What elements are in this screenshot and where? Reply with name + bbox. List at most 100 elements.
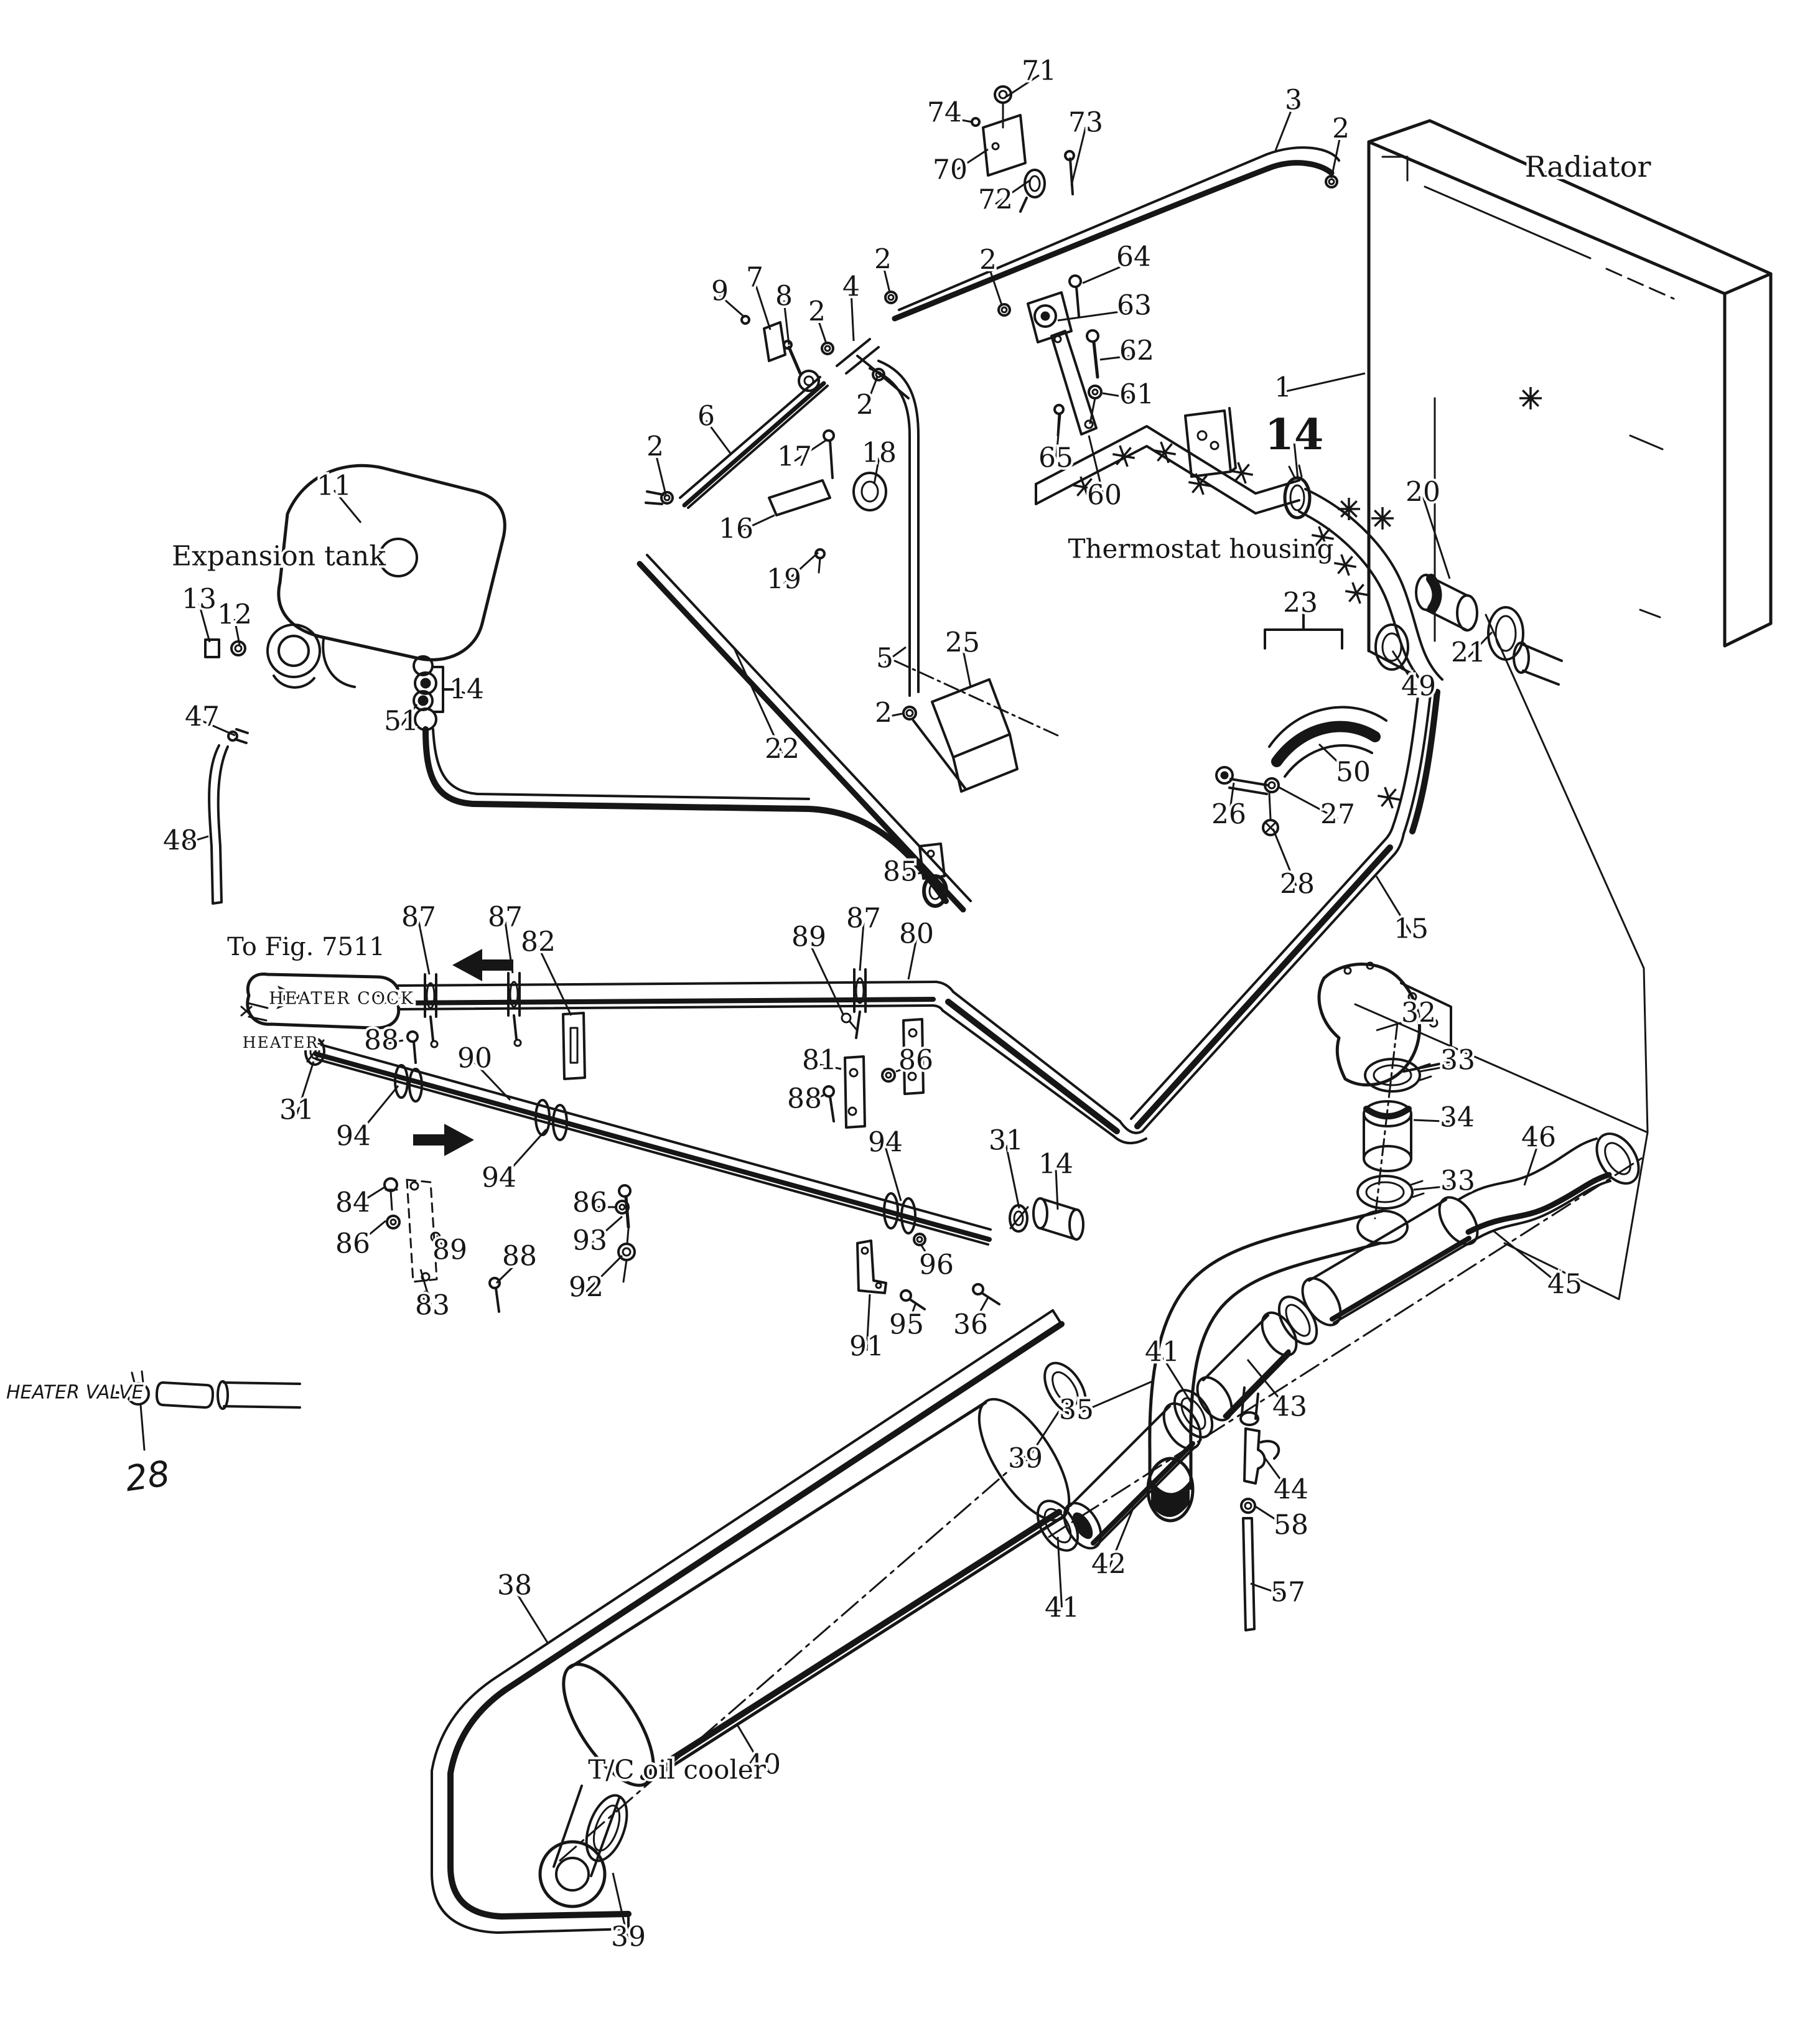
leader-line-57 — [1250, 1582, 1289, 1598]
leader-line-36 — [969, 1297, 989, 1330]
clamp-mark — [1345, 582, 1368, 604]
part-label-74: 74 — [927, 96, 962, 128]
caption-heater-valve: HEATER VALVE — [6, 1382, 144, 1404]
part-label-9: 9 — [711, 275, 729, 307]
part-label-44: 44 — [1274, 1473, 1308, 1505]
part-label-92: 92 — [569, 1271, 604, 1303]
part-label-95: 95 — [889, 1309, 924, 1340]
lower-pipes-art — [1036, 614, 1649, 1631]
part-label-60: 60 — [1087, 479, 1122, 511]
part-label-50: 50 — [1336, 756, 1371, 788]
leader-line-12 — [233, 618, 241, 645]
part-label-61: 61 — [1119, 378, 1154, 410]
leader-line-38 — [513, 1589, 549, 1643]
leader-line-94 — [498, 1128, 548, 1183]
leader-line-95 — [905, 1302, 917, 1330]
upper-hose-art — [645, 146, 1340, 790]
part-label-93: 93 — [572, 1225, 607, 1256]
part-label-1: 1 — [1274, 371, 1292, 403]
part-label-88: 88 — [787, 1083, 822, 1114]
clamp-mark — [1073, 476, 1096, 498]
part-label-71: 71 — [1022, 55, 1056, 86]
part-label-27: 27 — [1320, 798, 1355, 830]
part-label-72: 72 — [978, 184, 1013, 215]
part-label-80: 80 — [899, 918, 934, 950]
part-label-63: 63 — [1117, 289, 1152, 321]
part-label-89: 89 — [432, 1234, 467, 1266]
part-label-87: 87 — [846, 902, 881, 934]
part-label-94: 94 — [336, 1120, 371, 1152]
heater-pipes-art — [314, 688, 1440, 1246]
part-label-19: 19 — [767, 563, 801, 595]
part-label-18: 18 — [862, 437, 897, 469]
oil-cooler-art — [431, 1309, 1087, 1934]
part-label-51: 51 — [384, 705, 419, 737]
part-label-74: 74 — [927, 96, 962, 128]
caption-expansion-tank: Expansion tank — [172, 540, 386, 572]
part-label-33: 33 — [1440, 1165, 1475, 1197]
part-label-87: 87 — [401, 901, 436, 933]
part-label-87: 87 — [846, 902, 881, 934]
leader-line-82 — [537, 946, 572, 1016]
part-label-83: 83 — [415, 1289, 450, 1321]
leader-line-64 — [1082, 260, 1134, 284]
air-duct-stack-art — [1317, 961, 1452, 1220]
leader-line-39 — [1024, 1411, 1060, 1463]
part-label-36: 36 — [953, 1309, 988, 1340]
heater-valve-sketch-art — [108, 1370, 301, 1451]
part-label-33: 33 — [1440, 1044, 1475, 1076]
part-label-7: 7 — [746, 261, 763, 293]
caption-radiator: Radiator — [1525, 150, 1651, 184]
part-label-72: 72 — [978, 184, 1013, 215]
part-label-25: 25 — [945, 627, 980, 658]
part-label-65: 65 — [1038, 442, 1073, 474]
leader-line-2 — [654, 450, 667, 495]
clamp-mark — [1311, 526, 1335, 548]
part-label-82: 82 — [521, 926, 556, 958]
caption-heater-cock: HEATER COCK — [269, 989, 414, 1008]
part-label-2: 2 — [874, 243, 892, 275]
part-label-42: 42 — [1091, 1548, 1126, 1580]
caption-t-c-oil-cooler: T/C oil cooler — [588, 1755, 767, 1785]
part-label-91: 91 — [849, 1330, 884, 1362]
part-label-38: 38 — [497, 1569, 532, 1601]
part-label-11: 11 — [317, 470, 352, 502]
part-label-62: 62 — [1119, 335, 1154, 366]
leader-line-74 — [944, 116, 972, 123]
part-label-73: 73 — [1068, 106, 1103, 138]
part-label-27: 27 — [1320, 798, 1355, 830]
leader-line-25 — [961, 646, 972, 688]
part-label-44: 44 — [1274, 1473, 1308, 1505]
part-label-38: 38 — [497, 1569, 532, 1601]
part-label-86: 86 — [898, 1044, 933, 1076]
part-label-4: 4 — [842, 271, 860, 302]
leader-line-5 — [884, 646, 907, 664]
part-label-70: 70 — [933, 154, 968, 185]
part-label-87: 87 — [488, 901, 523, 933]
part-label-15: 15 — [1394, 913, 1429, 945]
part-label-96: 96 — [919, 1249, 954, 1281]
leader-line-42 — [1108, 1506, 1135, 1569]
part-label-61: 61 — [1119, 378, 1154, 410]
leader-line-17 — [794, 438, 828, 462]
part-label-2: 2 — [874, 243, 892, 275]
leader-line-8 — [783, 300, 790, 345]
strap-60-art — [1027, 274, 1103, 437]
part-label-41: 41 — [1045, 1592, 1080, 1623]
part-label-31: 31 — [989, 1124, 1024, 1156]
part-label-22: 22 — [765, 733, 800, 765]
clamp-mark — [1188, 473, 1211, 495]
leader-line-90 — [473, 1062, 511, 1101]
leader-line-60 — [1088, 435, 1106, 500]
part-label-95: 95 — [889, 1309, 924, 1340]
leader-line-65 — [1055, 414, 1061, 463]
leader-line-96 — [920, 1244, 938, 1270]
part-label-39: 39 — [1008, 1442, 1043, 1474]
part-label-64: 64 — [1116, 241, 1151, 273]
part-label-42: 42 — [1091, 1548, 1126, 1580]
flow-arrow-left — [452, 949, 513, 981]
leader-line-19 — [783, 551, 819, 585]
part-label-70: 70 — [933, 154, 968, 185]
part-label-88: 88 — [787, 1083, 822, 1114]
